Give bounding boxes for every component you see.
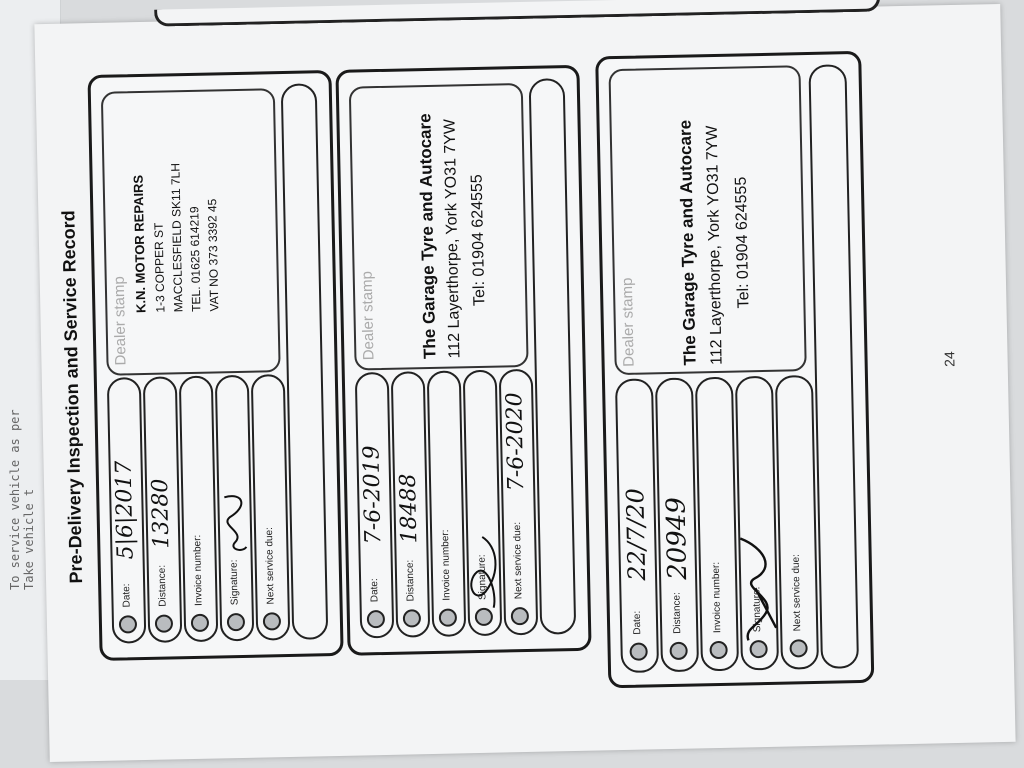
background-text: To service vehicle as per Take vehicle t <box>8 270 36 590</box>
date-value: 22/7/20 <box>621 487 652 581</box>
background-line: Take vehicle t <box>22 488 36 590</box>
date-field: Date: 7-6-2019 <box>354 371 395 639</box>
signature-radio <box>226 612 246 632</box>
stamp-line: Tel: 01904 624555 <box>468 174 489 307</box>
distance-field: Distance: 13280 <box>142 376 183 643</box>
stamp-line: VAT NO 373 3392 45 <box>205 198 222 312</box>
distance-label: Distance: <box>404 559 417 602</box>
date-radio <box>366 609 386 629</box>
stamp-line: TEL. 01625 614219 <box>187 206 204 313</box>
dealer-stamp-label: Dealer stamp <box>110 276 130 366</box>
page-number: 24 <box>941 351 958 368</box>
signature-field: Signature: <box>214 374 255 642</box>
previous-record-edge <box>154 0 881 27</box>
invoice-label: Invoice number: <box>192 534 205 606</box>
distance-label: Distance: <box>156 564 169 607</box>
stamp-line: MACCLESFIELD SK11 7LH <box>168 162 186 313</box>
next-service-value: 7-6-2020 <box>502 392 530 492</box>
distance-value: 18488 <box>395 473 423 544</box>
distance-radio <box>669 641 688 661</box>
next-service-field: Next service due: 7-6-2020 <box>498 368 539 636</box>
signature-field: Signature: <box>734 375 780 671</box>
date-field: Date: 5|6|2017 <box>106 377 147 644</box>
next-service-field: Next service due: <box>250 374 291 641</box>
distance-field: Distance: 20949 <box>654 377 700 673</box>
dealer-stamp-label: Dealer stamp <box>358 270 378 361</box>
distance-radio <box>154 614 174 633</box>
date-radio <box>629 642 648 661</box>
stamp-line: 112 Layerthorpe, York YO31 7YW <box>441 118 464 359</box>
invoice-field: Invoice number: <box>178 375 219 643</box>
service-record-2: Date: 7-6-2019 Distance: 18488 Invoice n… <box>335 64 592 656</box>
dealer-stamp-label: Dealer stamp <box>618 277 638 367</box>
date-value: 5|6|2017 <box>111 460 139 560</box>
date-field: Date: 22/7/20 <box>614 378 660 674</box>
next-service-field: Next service due: <box>774 374 820 670</box>
distance-label: Distance: <box>671 592 684 634</box>
dealer-stamp-box: Dealer stamp The Garage Tyre and Autocar… <box>608 65 807 376</box>
stamp-line: 112 Layerthorpe, York YO31 7YW <box>703 125 726 366</box>
stamp-line: K.N. MOTOR REPAIRS <box>130 174 149 314</box>
next-service-radio <box>789 639 808 658</box>
next-service-radio <box>262 612 282 631</box>
date-value: 7-6-2019 <box>359 445 387 545</box>
background-line: To service vehicle as per <box>8 409 22 590</box>
invoice-field: Invoice number: <box>694 376 740 672</box>
stamp-line: The Garage Tyre and Autocare <box>675 119 700 366</box>
service-book-page: Pre-Delivery Inspection and Service Reco… <box>34 0 1016 763</box>
stamp-line: The Garage Tyre and Autocare <box>415 113 440 360</box>
dealer-stamp-box: Dealer stamp The Garage Tyre and Autocar… <box>348 82 529 371</box>
distance-value: 13280 <box>147 478 175 549</box>
date-label: Date: <box>121 583 133 608</box>
signature-mark <box>224 495 248 551</box>
page-heading: Pre-Delivery Inspection and Service Reco… <box>58 210 87 584</box>
invoice-radio <box>438 608 458 627</box>
signature-mark <box>739 537 778 641</box>
next-service-label: Next service due: <box>263 527 277 605</box>
invoice-label: Invoice number: <box>710 561 724 634</box>
dealer-stamp-box: Dealer stamp K.N. MOTOR REPAIRS 1-3 COPP… <box>100 88 281 376</box>
distance-radio <box>402 609 422 628</box>
distance-value: 20949 <box>661 496 694 581</box>
distance-field: Distance: 18488 <box>390 371 431 638</box>
service-record-1: Date: 5|6|2017 Distance: 13280 Invoice n… <box>87 69 344 661</box>
signature-mark <box>470 536 497 608</box>
stamp-line: Tel: 01904 624555 <box>732 176 753 309</box>
next-service-label: Next service due: <box>790 553 804 632</box>
signature-field: Signature: <box>462 369 503 637</box>
stamp-line: 1-3 COPPER ST <box>151 222 168 313</box>
invoice-label: Invoice number: <box>440 529 453 601</box>
invoice-field: Invoice number: <box>426 370 467 637</box>
invoice-radio <box>709 640 728 660</box>
signature-label: Signature: <box>228 559 241 606</box>
service-record-3: Date: 22/7/20 Distance: 20949 Invoice nu… <box>595 50 875 689</box>
next-service-label: Next service due: <box>511 521 525 600</box>
date-label: Date: <box>369 578 381 603</box>
next-service-radio <box>510 606 530 626</box>
date-label: Date: <box>631 610 644 635</box>
invoice-radio <box>190 613 210 633</box>
date-radio <box>118 615 138 634</box>
